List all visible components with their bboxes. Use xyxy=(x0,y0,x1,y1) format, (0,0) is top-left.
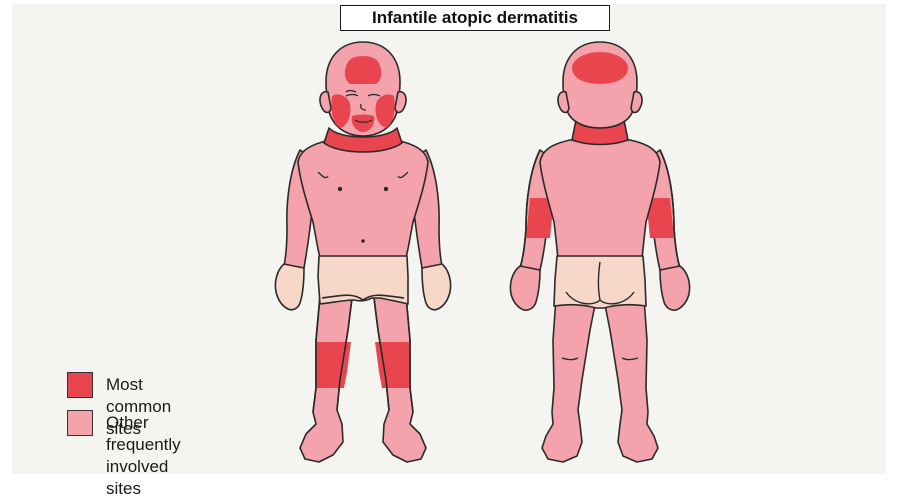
back-left-hand xyxy=(510,266,540,310)
front-forehead xyxy=(345,56,381,84)
legend-swatch-most-common xyxy=(67,372,93,398)
back-scalp xyxy=(572,52,628,84)
legend-item-other-frequent: Other frequently involved sites xyxy=(67,410,181,500)
front-left-hand xyxy=(275,264,304,310)
front-figure xyxy=(275,42,450,462)
back-torso xyxy=(540,140,660,258)
back-figure xyxy=(510,42,689,462)
diagram-title: Infantile atopic dermatitis xyxy=(340,5,610,31)
back-right-leg xyxy=(604,298,658,462)
legend-swatch-other-frequent xyxy=(67,410,93,436)
legend-label-other-frequent: Other frequently involved sites xyxy=(106,412,181,500)
back-left-leg xyxy=(542,298,596,462)
back-right-hand xyxy=(660,266,690,310)
front-right-hand xyxy=(422,264,451,310)
